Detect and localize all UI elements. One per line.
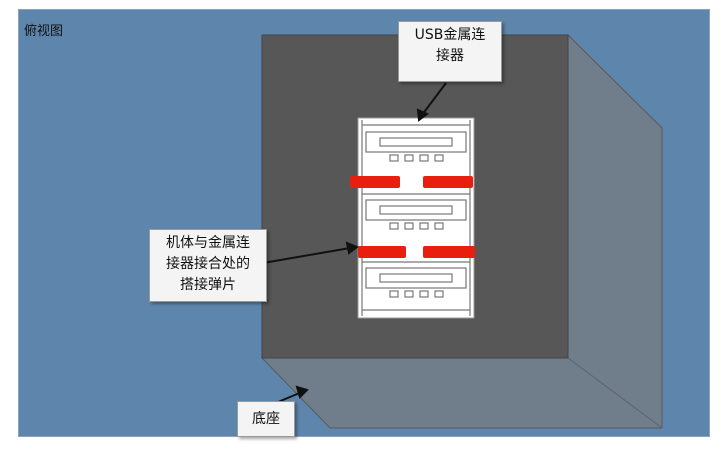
callout-line: 搭接弹片: [180, 277, 236, 293]
callout-line: 底座: [252, 411, 280, 427]
callout-line: USB金属连: [414, 27, 486, 43]
base-callout: 底座: [237, 401, 295, 437]
usb-connector: [357, 117, 475, 319]
arrow-head: [345, 241, 360, 255]
callout-line: 接器: [436, 48, 464, 64]
arrow-head: [295, 385, 309, 399]
callout-line: 接器接合处的: [166, 256, 250, 272]
callout-line: 机体与金属连: [166, 235, 250, 251]
spring-callout-arrow: [262, 247, 351, 264]
spring-tab: [358, 246, 406, 258]
spring-tabs: [350, 176, 475, 258]
spring-tab-callout: 机体与金属连 接器接合处的 搭接弹片: [149, 229, 267, 302]
spring-tab: [423, 246, 475, 258]
usb-connector-callout: USB金属连 接器: [398, 21, 502, 82]
spring-tab: [423, 176, 473, 188]
arrow-head: [416, 108, 429, 122]
view-title: 俯视图: [24, 24, 64, 39]
usb-callout-arrow: [421, 82, 447, 116]
spring-tab: [350, 176, 400, 188]
base-edge: [567, 357, 663, 429]
